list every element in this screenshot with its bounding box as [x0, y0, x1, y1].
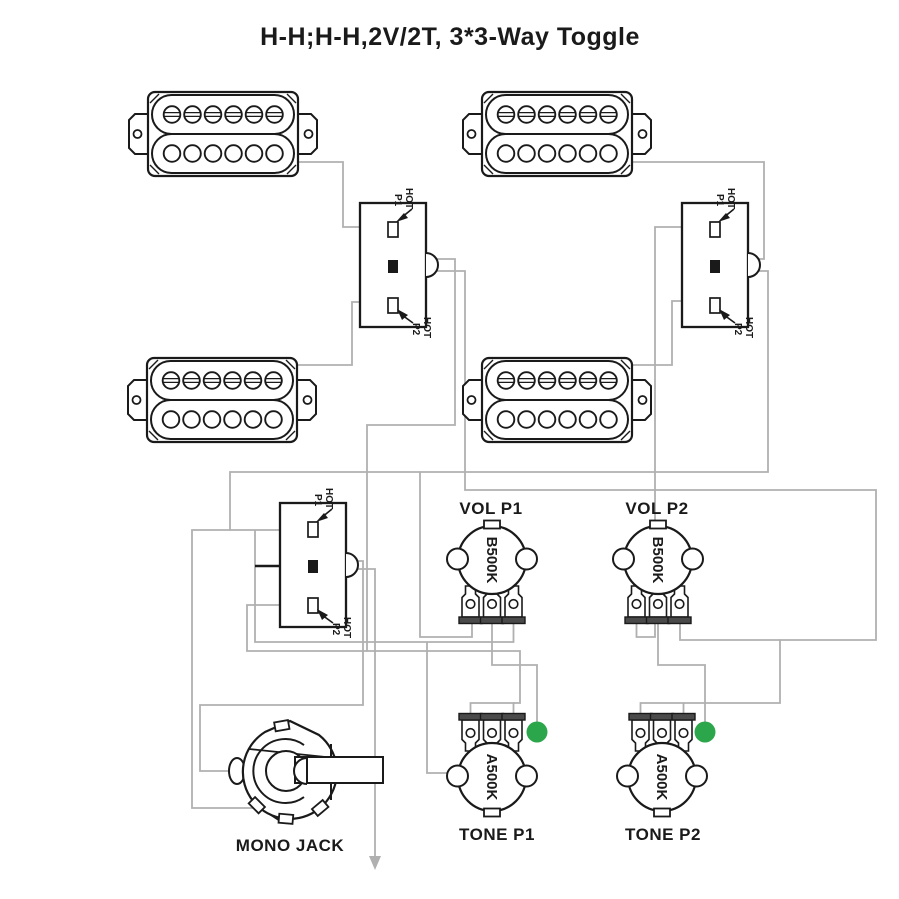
- tone-pot-2: A500K: [615, 714, 709, 818]
- mono-jack: [228, 719, 384, 825]
- toggle-switch-3: HOT P1 HOT P2: [278, 488, 360, 638]
- terminal-label: P1: [714, 194, 725, 207]
- diagram-title: H-H;H-H,2V/2T, 3*3-Way Toggle: [260, 23, 640, 51]
- pot-notch: [483, 519, 501, 530]
- volume-pot-1: B500K: [445, 519, 539, 624]
- wire-segment: [366, 258, 521, 704]
- pot-notch: [653, 807, 671, 818]
- tone-pot-1: A500K: [445, 714, 539, 818]
- toggle-switch-body: [680, 201, 762, 329]
- pot-value: A500K: [483, 754, 500, 801]
- jack-plate: [294, 756, 384, 784]
- terminal-label: HOT: [725, 188, 736, 209]
- pot-value: B500K: [483, 537, 500, 584]
- mono-jack-label: MONO JACK: [236, 836, 345, 855]
- wire-segment: [199, 560, 364, 772]
- wire-segment: [191, 529, 258, 809]
- pickup-top-left: [127, 90, 319, 178]
- wire-segment: [229, 471, 420, 531]
- toggle-switch-1: HOT P1 HOT P2: [358, 188, 440, 338]
- terminal-label: HOT: [323, 488, 334, 509]
- terminal-label: P1: [312, 494, 323, 507]
- wire-segment: [639, 702, 685, 713]
- volume-pot-2-label: VOL P2: [625, 499, 688, 518]
- pot-value: A500K: [653, 754, 670, 801]
- tone-pot-1-label: TONE P1: [459, 825, 535, 844]
- wire-segment: [657, 624, 706, 722]
- volume-pot-1-label: VOL P1: [459, 499, 522, 518]
- volume-pot-2: B500K: [611, 519, 705, 624]
- terminal-label: P1: [392, 194, 403, 207]
- toggle-switch-body: [358, 201, 440, 329]
- pot-value: B500K: [649, 537, 666, 584]
- pickup-bottom-right: [461, 356, 653, 444]
- toggle-switch-2: HOT P1 HOT P2: [680, 188, 762, 338]
- wire-segment: [635, 226, 710, 638]
- wire-segment: [679, 624, 780, 641]
- terminal-label: HOT: [341, 617, 352, 638]
- pickup-bottom-left: [126, 356, 318, 444]
- wire-segment: [246, 604, 367, 652]
- pot-notch: [649, 519, 667, 530]
- wire-segment: [469, 702, 515, 713]
- jack-notches: [247, 719, 330, 825]
- pickup-top-right: [461, 90, 653, 178]
- toggle-switch-body: [278, 501, 360, 629]
- terminal-label: HOT: [421, 317, 432, 338]
- tone-pot-2-label: TONE P2: [625, 825, 701, 844]
- wire-segment: [432, 270, 877, 704]
- terminal-label: HOT: [743, 317, 754, 338]
- wire-segment: [491, 624, 538, 722]
- jack-hole: [293, 757, 308, 785]
- ground-dot-2: [694, 721, 716, 743]
- wire-segment: [426, 642, 459, 774]
- terminal-label: P2: [410, 323, 421, 336]
- jack-ring: [252, 738, 305, 804]
- wire-segment: [254, 530, 515, 643]
- terminal-label: HOT: [403, 188, 414, 209]
- terminal-label: P2: [732, 323, 743, 336]
- ground-dot-1: [526, 721, 548, 743]
- terminal-label: P2: [330, 623, 341, 636]
- pot-notch: [483, 807, 501, 818]
